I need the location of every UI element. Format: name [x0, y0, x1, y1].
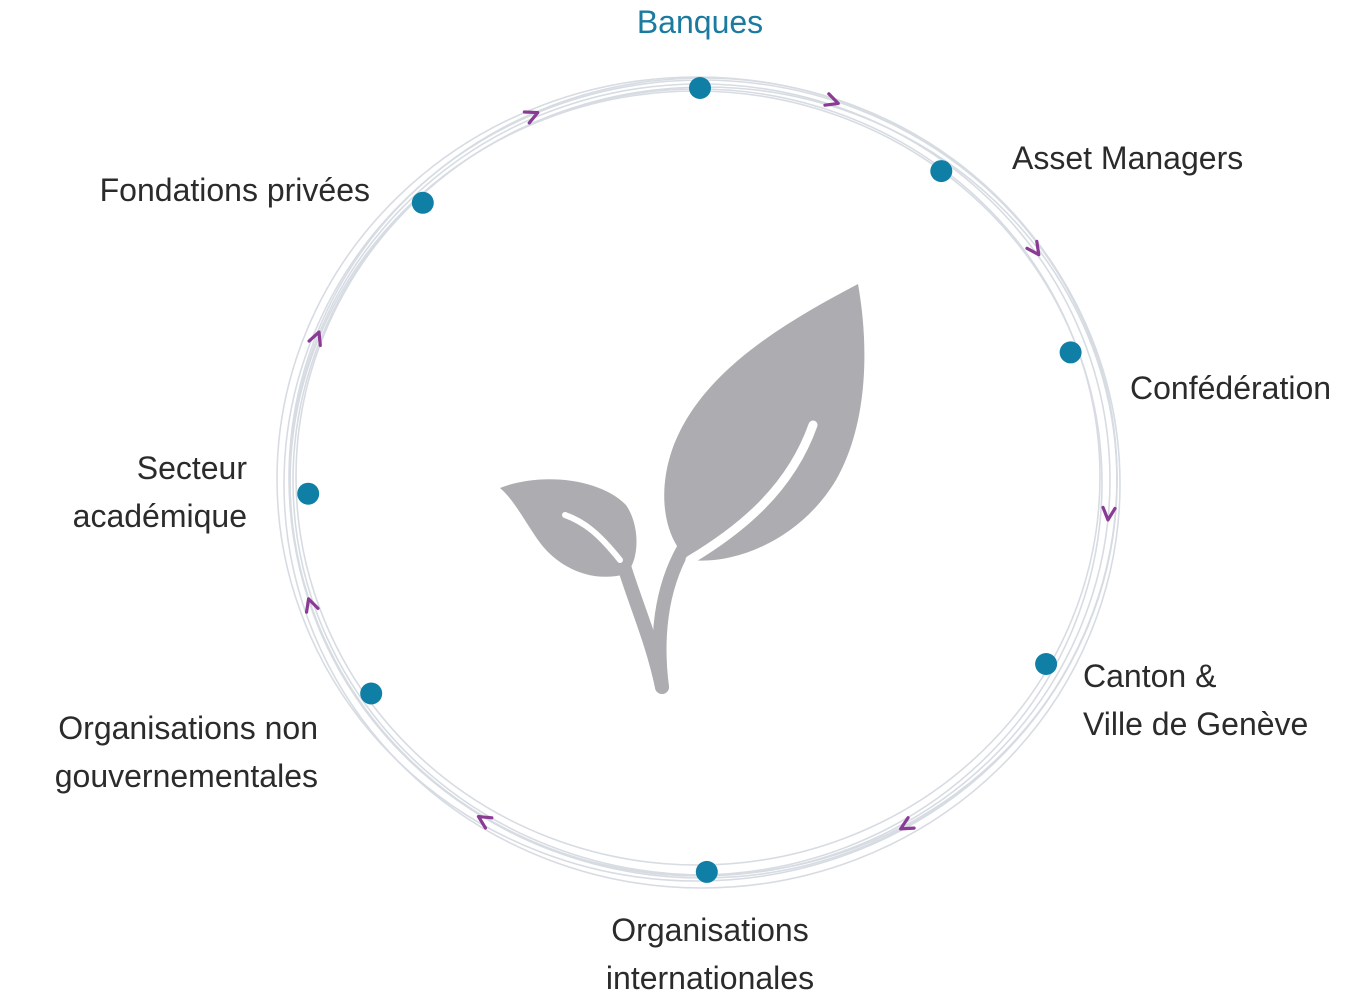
- label-line: Confédération: [1130, 370, 1332, 406]
- label-org-internationales: Organisations internationales: [560, 906, 860, 1002]
- label-line: académique: [72, 498, 247, 534]
- stakeholder-nodes: [297, 77, 1082, 883]
- label-canton: Canton & Ville de Genève: [1083, 652, 1308, 748]
- label-line: internationales: [605, 960, 815, 996]
- label-asset-managers: Asset Managers: [1012, 134, 1243, 182]
- cycle-arrows: [304, 92, 1117, 831]
- cycle-arrow: [1101, 505, 1117, 522]
- node-ong: [360, 682, 383, 705]
- label-line: Secteur: [136, 450, 247, 486]
- label-line: Ville de Genève: [1083, 706, 1309, 742]
- label-line: gouvernementales: [54, 758, 318, 794]
- label-ong: Organisations non gouvernementales: [0, 704, 318, 800]
- node-confederation: [1059, 341, 1082, 364]
- label-line: Banques: [636, 4, 764, 40]
- node-asset-managers: [930, 160, 953, 183]
- label-fondations: Fondations privées: [0, 166, 370, 214]
- node-banques: [689, 77, 711, 99]
- cycle-arrow: [476, 814, 494, 830]
- cycle-arrow: [899, 816, 916, 831]
- label-line: Asset Managers: [1012, 140, 1244, 176]
- cycle-arrow: [304, 597, 320, 614]
- label-line: Fondations privées: [99, 172, 370, 208]
- node-canton: [1035, 653, 1058, 675]
- node-org-internationales: [695, 860, 718, 883]
- node-academique: [297, 482, 320, 505]
- label-line: Canton &: [1083, 658, 1217, 694]
- label-academique: Secteur académique: [0, 444, 247, 540]
- node-fondations: [411, 191, 434, 214]
- leaf-sprout-icon: [500, 284, 865, 694]
- cycle-arrow: [1025, 239, 1041, 257]
- cycle-arrow: [522, 110, 540, 125]
- cycle-arrow: [823, 92, 840, 107]
- label-banques: Banques: [600, 0, 800, 46]
- label-line: Organisations: [611, 912, 809, 948]
- label-line: Organisations non: [58, 710, 318, 746]
- ring-strand: [276, 76, 1118, 882]
- cycle-arrow: [307, 330, 322, 347]
- label-confederation: Confédération: [1130, 364, 1331, 412]
